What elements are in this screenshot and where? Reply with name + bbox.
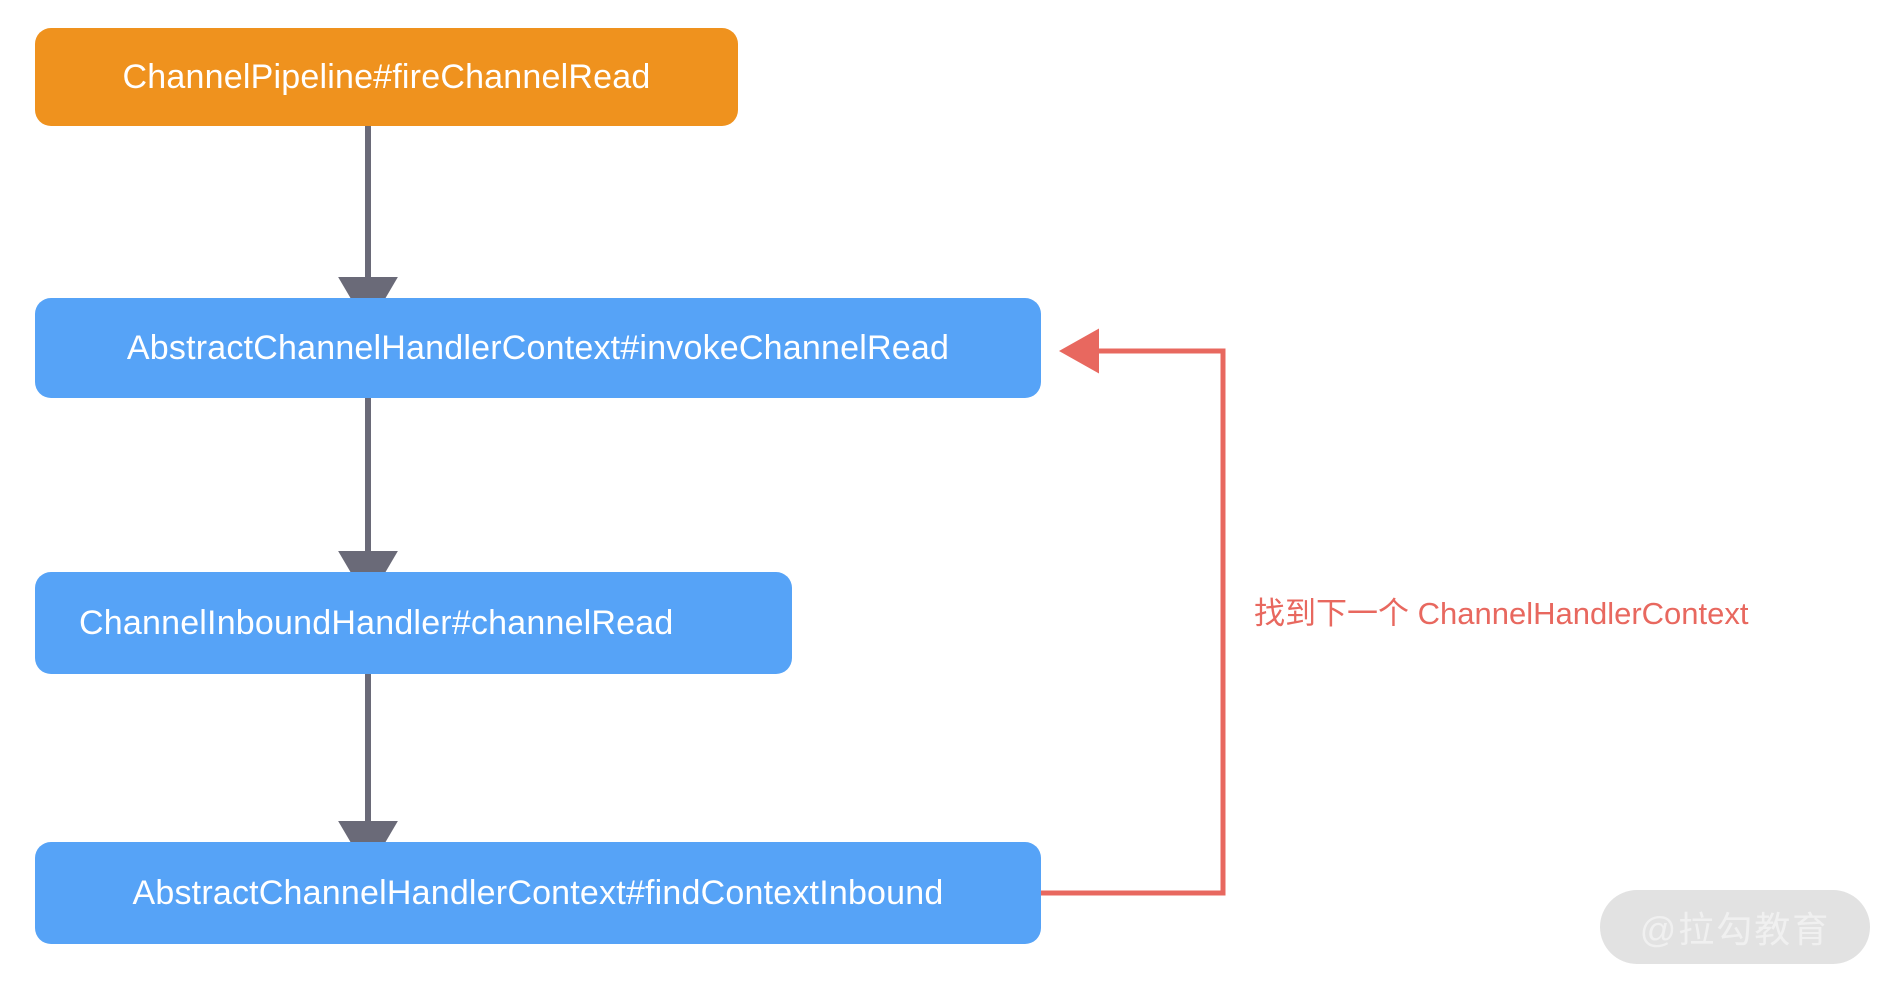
- edge-annotation-find-next-context: 找到下一个 ChannelHandlerContext: [1254, 596, 1749, 631]
- watermark-text: @拉勾教育: [1639, 909, 1831, 950]
- node-channelpipeline-firechannelread[interactable]: ChannelPipeline#fireChannelRead: [35, 28, 738, 126]
- node-abstractchannelhandlercontext-findcontextinbound[interactable]: AbstractChannelHandlerContext#findContex…: [35, 842, 1041, 944]
- node-channelinboundhandler-channelread[interactable]: ChannelInboundHandler#channelRead: [35, 572, 792, 674]
- node-label: ChannelInboundHandler#channelRead: [79, 603, 674, 642]
- watermark-badge: @拉勾教育: [1600, 890, 1870, 964]
- node-label: AbstractChannelHandlerContext#findContex…: [132, 873, 944, 912]
- node-label: ChannelPipeline#fireChannelRead: [122, 57, 651, 96]
- node-abstractchannelhandlercontext-invokechannelread[interactable]: AbstractChannelHandlerContext#invokeChan…: [35, 298, 1041, 398]
- node-label: AbstractChannelHandlerContext#invokeChan…: [126, 328, 950, 367]
- edge-findcontext-to-invoke-loopback: [1041, 328, 1226, 896]
